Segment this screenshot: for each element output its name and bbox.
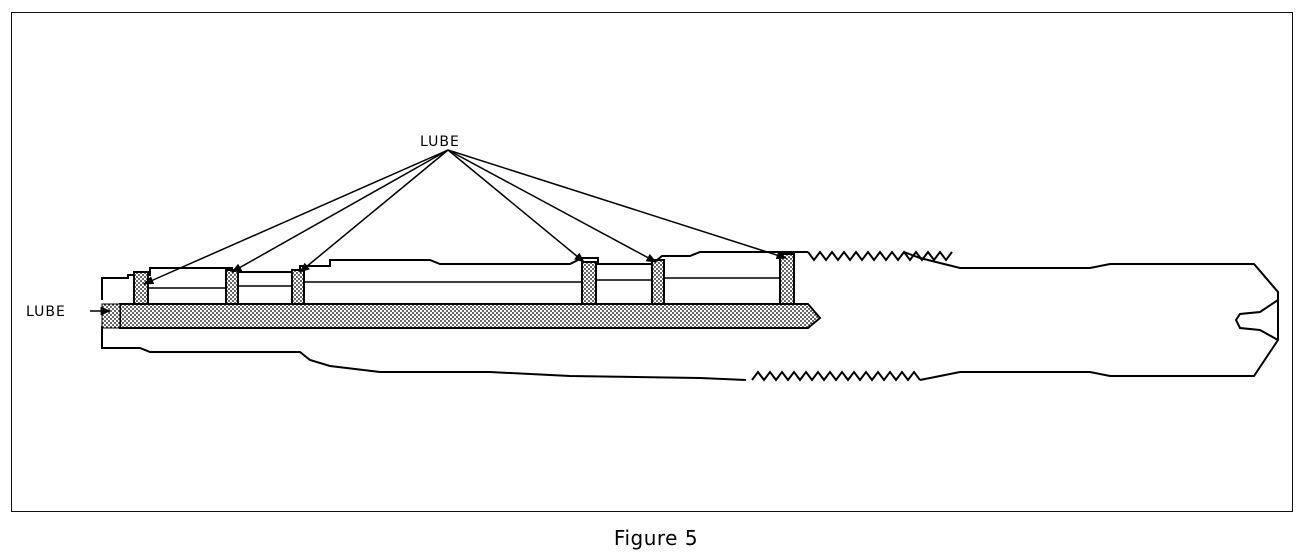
lube-label-top: LUBE	[420, 134, 460, 150]
figure-caption: Figure 5	[613, 526, 699, 550]
inner-cavities	[148, 277, 780, 289]
lube-leader-lines	[90, 149, 788, 316]
lube-inlet	[101, 303, 121, 329]
lube-label-side: LUBE	[26, 304, 66, 320]
diagram-frame	[11, 12, 1293, 512]
lube-holes	[133, 253, 795, 305]
lube-passage	[119, 303, 822, 329]
